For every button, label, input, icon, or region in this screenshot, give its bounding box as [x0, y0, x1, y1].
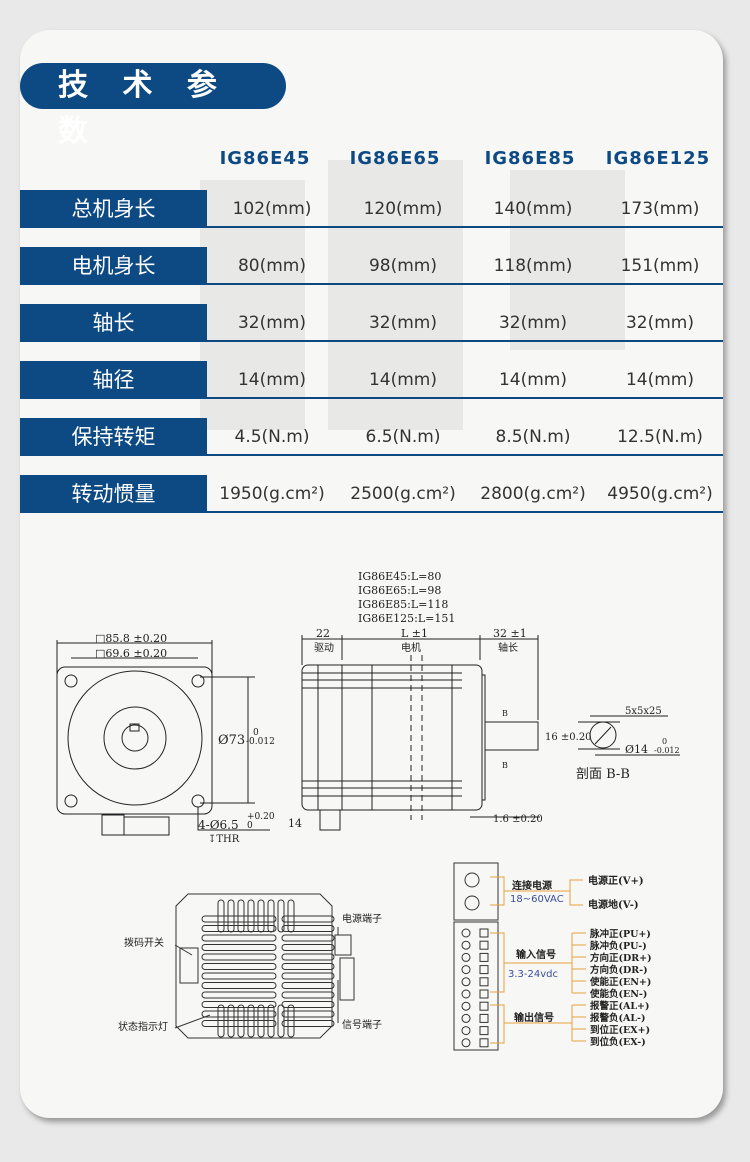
spec-value: 140(mm) [493, 199, 573, 219]
hole-tol-lower: 0 [247, 821, 253, 831]
length-note: IG86E125:L=151 [358, 612, 455, 625]
pin-label: 使能正(EN+) [589, 976, 651, 988]
section-title: 技 术 参 数 [20, 63, 286, 149]
pin-label: 到位正(EX+) [590, 1024, 650, 1036]
pilot-tol-upper: 0 [253, 728, 259, 738]
shaft-label: 轴长 [498, 641, 518, 654]
pin-label: 到位负(EX-) [590, 1036, 646, 1048]
input-voltage: 3.3-24vdc [508, 969, 558, 980]
pin-label: 脉冲负(PU-) [589, 940, 647, 952]
spec-value: 6.5(N.m) [365, 427, 441, 447]
spec-value: 4.5(N.m) [234, 427, 310, 447]
spec-value: 8.5(N.m) [495, 427, 571, 447]
length-note: IG86E45:L=80 [358, 570, 441, 583]
spec-value: 32(mm) [625, 313, 695, 333]
model-header: IG86E65 [349, 148, 441, 169]
dia-tol-lower: -0.012 [654, 746, 680, 755]
spec-value: 14(mm) [237, 370, 307, 390]
power-group-label: 连接电源 [512, 879, 552, 892]
spec-value: 80(mm) [237, 256, 307, 276]
drive-dim: 22 [316, 627, 330, 640]
hole-dim: 4-Ø6.5 [198, 818, 239, 832]
spec-value: 2500(g.cm²) [350, 484, 456, 504]
spec-value: 14(mm) [498, 370, 568, 390]
motor-dim: L ±1 [401, 627, 428, 640]
spec-value: 1950(g.cm²) [219, 484, 325, 504]
spec-value: 2800(g.cm²) [480, 484, 586, 504]
motor-photo-ghost [328, 160, 463, 430]
shaft-dia-dim: Ø14 [625, 743, 648, 756]
wiring-diagram: 连接电源 18~60VAC 电源正(V+) 电源地(V-) 输入信号 3.3-2… [453, 862, 652, 1051]
spec-value: 12.5(N.m) [617, 427, 703, 447]
spec-value: 173(mm) [620, 199, 700, 219]
spec-row: 总机身长 102(mm) 120(mm) 140(mm) 173(mm) [20, 190, 723, 228]
dip-switch-label: 拨码开关 [124, 936, 164, 949]
flange-dim: 1.6 ±0.20 [493, 814, 543, 825]
motor-label: 电机 [401, 641, 421, 654]
pilot-tol-lower: -0.012 [246, 737, 275, 747]
pin-label: 脉冲正(PU+) [589, 928, 651, 940]
pin-label: 报警正(AL+) [590, 1000, 650, 1012]
signal-terminal-label: 信号端子 [342, 1018, 382, 1031]
output-group-label: 输出信号 [514, 1011, 554, 1024]
spec-row: 轴长 32(mm) 32(mm) 32(mm) 32(mm) [20, 304, 723, 342]
power-terminal-label: 电源端子 [342, 912, 382, 925]
pin-label: 使能负(EN-) [589, 988, 647, 1000]
spec-label: 电机身长 [20, 247, 207, 285]
key-dim: 5x5x25 [625, 706, 662, 717]
section-height-dim: 16 ±0.20 [545, 732, 592, 743]
model-header: IG86E125 [605, 148, 711, 169]
model-header: IG86E45 [219, 148, 311, 169]
model-header: IG86E85 [484, 148, 576, 169]
spec-value: 14(mm) [368, 370, 438, 390]
spec-label: 总机身长 [20, 190, 207, 228]
input-group-label: 输入信号 [516, 948, 556, 961]
pilot-dim: Ø73 [218, 733, 245, 748]
length-note: IG86E65:L=98 [358, 584, 441, 597]
pin-label: 电源正(V+) [588, 874, 644, 887]
spec-value: 98(mm) [368, 256, 438, 276]
spec-label: 轴长 [20, 304, 207, 342]
spec-label: 轴径 [20, 361, 207, 399]
section-label: 剖面 B-B [576, 767, 630, 782]
outer-dim: □85.8 ±0.20 [95, 632, 167, 645]
front-view-drawing: □85.8 ±0.20 □69.6 ±0.20 Ø73 0 -0.012 4-Ø… [56, 632, 275, 845]
spec-value: 32(mm) [368, 313, 438, 333]
spec-label: 保持转矩 [20, 418, 207, 456]
pin-label: 方向正(DR+) [590, 952, 652, 964]
shaft-dim: 32 ±1 [493, 627, 527, 640]
spec-row: 保持转矩 4.5(N.m) 6.5(N.m) 8.5(N.m) 12.5(N.m) [20, 418, 723, 456]
spec-value: 32(mm) [237, 313, 307, 333]
section-mark: B [502, 761, 508, 770]
thr-label: ↧THR [208, 834, 240, 845]
drive-label: 驱动 [314, 642, 334, 654]
hole-tol-upper: +0.20 [247, 812, 275, 822]
side-view-drawing: IG86E45:L=80 IG86E65:L=98 IG86E85:L=118 … [288, 570, 680, 831]
spec-label: 转动惯量 [20, 475, 207, 513]
status-led-label: 状态指示灯 [118, 1020, 168, 1033]
pin-label: 报警负(AL-) [590, 1012, 645, 1024]
spec-value: 32(mm) [498, 313, 568, 333]
section-mark: B [502, 709, 508, 718]
dia-tol-upper: 0 [662, 737, 667, 746]
spec-value: 118(mm) [493, 256, 573, 276]
spec-row: 轴径 14(mm) 14(mm) 14(mm) 14(mm) [20, 361, 723, 399]
spec-value: 14(mm) [625, 370, 695, 390]
spec-value: 4950(g.cm²) [607, 484, 713, 504]
spec-value: 120(mm) [363, 199, 443, 219]
inner-dim: □69.6 ±0.20 [95, 647, 167, 660]
spec-value: 102(mm) [232, 199, 312, 219]
pin-label: 方向负(DR-) [590, 964, 648, 976]
pin-label: 电源地(V-) [588, 898, 639, 911]
spec-row: 转动惯量 1950(g.cm²) 2500(g.cm²) 2800(g.cm²) 495… [20, 475, 723, 513]
height-dim: 14 [288, 817, 302, 830]
spec-row: 电机身长 80(mm) 98(mm) 118(mm) 151(mm) [20, 247, 723, 285]
length-note: IG86E85:L=118 [358, 598, 448, 611]
spec-value: 151(mm) [620, 256, 700, 276]
motor-photo-ghost [510, 170, 625, 350]
driver-drawing: 拨码开关 状态指示灯 电源端子 信号端子 [118, 893, 382, 1039]
motor-photo-ghost [200, 180, 305, 430]
power-voltage: 18~60VAC [510, 894, 564, 905]
